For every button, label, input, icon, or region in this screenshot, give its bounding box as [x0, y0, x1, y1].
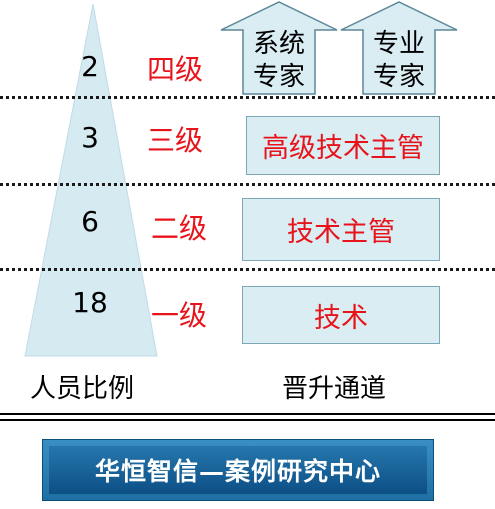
- arrow-professional-line2: 专家: [372, 62, 425, 92]
- separator-2: [0, 183, 495, 186]
- arrow-professional-expert-text: 专业 专家: [359, 28, 439, 94]
- separator-1: [0, 96, 495, 99]
- footer-banner-text: 华恒智信—案例研究中心: [94, 457, 381, 486]
- box-senior-technical-supervisor: 高级技术主管: [246, 116, 440, 175]
- up-arrow-professional-expert: [340, 1, 458, 95]
- level-1-label: 一级: [150, 299, 207, 332]
- caption-promotion-channel: 晋升通道: [282, 374, 387, 404]
- arrow-system-expert-text: 系统 专家: [239, 28, 319, 94]
- caption-staff-ratio: 人员比例: [30, 374, 135, 404]
- up-arrow-system-expert: [220, 1, 338, 95]
- double-line-top: [0, 413, 495, 415]
- count-level-1: 18: [72, 286, 108, 319]
- count-level-3: 3: [81, 121, 99, 154]
- separator-3: [0, 268, 495, 271]
- footer-banner: 华恒智信—案例研究中心: [42, 439, 434, 501]
- arrow-system-line1: 系统: [252, 29, 305, 59]
- footer-banner-inner: [49, 446, 427, 494]
- box-technical: 技术: [242, 286, 440, 344]
- double-line-bottom: [0, 419, 495, 421]
- count-level-2: 6: [81, 205, 99, 238]
- level-3-label: 三级: [146, 124, 203, 157]
- level-2-label: 二级: [150, 212, 207, 245]
- box-technical-supervisor: 技术主管: [242, 198, 440, 261]
- arrow-professional-line1: 专业: [372, 29, 425, 59]
- level-4-label: 四级: [146, 53, 203, 86]
- count-level-4: 2: [81, 50, 99, 83]
- arrow-system-line2: 专家: [252, 62, 305, 92]
